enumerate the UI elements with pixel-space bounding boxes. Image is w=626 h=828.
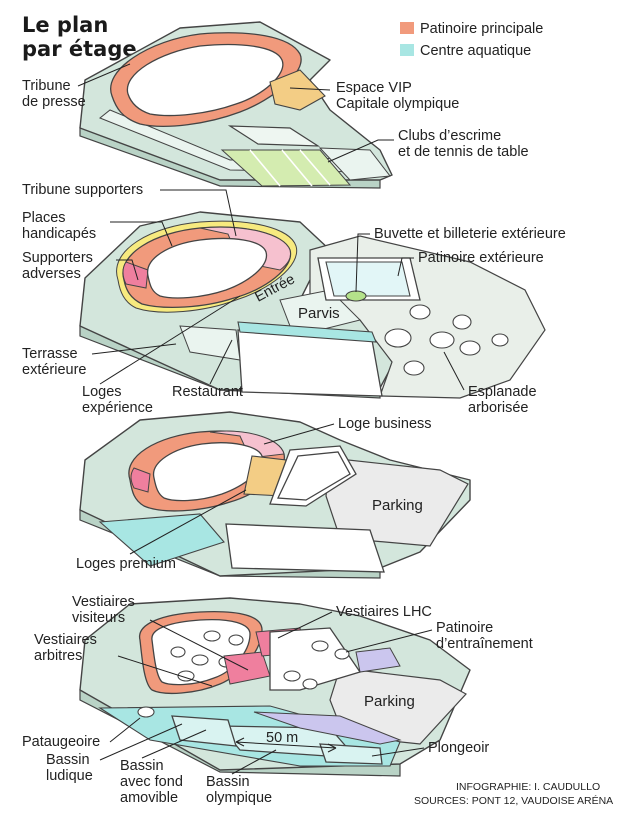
legend-swatch-patinoire [400,22,414,34]
label-bassin-olympique-2: olympique [206,790,272,806]
clubs-area [220,149,352,187]
tree-circle [429,331,455,349]
label-loges-exp-1: Loges [82,384,122,400]
floor-bottom: 50 m Parking [79,597,471,777]
label-loge-business: Loge business [338,416,432,432]
parking-third [325,457,469,547]
label-esplanade-2: arborisée [468,400,528,416]
label-vestiaires-lhc: Vestiaires LHC [336,604,432,620]
label-loges-exp-2: expérience [82,400,153,416]
label-patinoire-ext: Patinoire extérieure [418,250,544,266]
label-bassin-olympique-1: Bassin [206,774,250,790]
label-tribune-presse-2: de presse [22,94,86,110]
legend-label-patinoire: Patinoire principale [420,21,543,37]
tree-circle [459,340,481,356]
label-places-2: handicapés [22,226,96,242]
parking-third-label: Parking [372,497,423,514]
label-loges-premium: Loges premium [76,556,176,572]
label-buvette: Buvette et billeterie extérieure [374,226,566,242]
espace-vip-area [269,69,326,111]
label-tribune-supporters: Tribune supporters [22,182,143,198]
tree-circle [384,328,412,348]
label-vestiaires-visiteurs-1: Vestiaires [72,594,135,610]
label-pataugeoire: Pataugeoire [22,734,100,750]
label-bassin-fond-1: Bassin [120,758,164,774]
label-bassin-ludique-1: Bassin [46,752,90,768]
label-places-1: Places [22,210,66,226]
label-tribune-presse-1: Tribune [22,78,71,94]
floor-top [79,21,393,189]
label-patinoire-entr-1: Patinoire [436,620,493,636]
legend-label-aquatique: Centre aquatique [420,43,531,59]
label-plongeoir: Plongeoir [428,740,489,756]
legend-swatch-aquatique [400,44,414,56]
tree-circle [491,333,509,347]
credit-infographie: INFOGRAPHIE: I. CAUDULLO [456,781,600,793]
tree-circle [403,360,425,376]
label-restaurant: Restaurant [172,384,243,400]
label-espace-vip-2: Capitale olympique [336,96,459,112]
label-vestiaires-visiteurs-2: visiteurs [72,610,125,626]
label-espace-vip-1: Espace VIP [336,80,412,96]
credit-sources: SOURCES: PONT 12, VAUDOISE ARÉNA [414,794,613,807]
parking-bottom-label: Parking [364,693,415,710]
floor-second: Parvis Entrée [79,211,546,399]
label-patinoire-entr-2: d’entraînement [436,636,533,652]
loges-premium-area [98,513,225,567]
label-clubs-1: Clubs d’escrime [398,128,501,144]
floor-third: Parking [79,411,471,579]
label-vestiaires-arbitres-1: Vestiaires [34,632,97,648]
parvis-label: Parvis [298,305,340,322]
label-terrasse-2: extérieure [22,362,86,378]
tree-circle [452,314,472,330]
title-line-2: par étage [22,37,137,61]
parking-bottom [329,667,467,745]
fifty-m-label: 50 m [266,730,298,746]
label-supporters-adv-2: adverses [22,266,81,282]
label-terrasse-1: Terrasse [22,346,78,362]
tree-circle [409,304,431,320]
label-bassin-fond-2: avec fond [120,774,183,790]
label-supporters-adv-1: Supporters [22,250,93,266]
label-vestiaires-arbitres-2: arbitres [34,648,82,664]
label-bassin-fond-3: amovible [120,790,178,806]
label-clubs-2: et de tennis de table [398,144,529,160]
label-esplanade-1: Esplanade [468,384,537,400]
label-bassin-ludique-2: ludique [46,768,93,784]
title-line-1: Le plan [22,13,108,37]
